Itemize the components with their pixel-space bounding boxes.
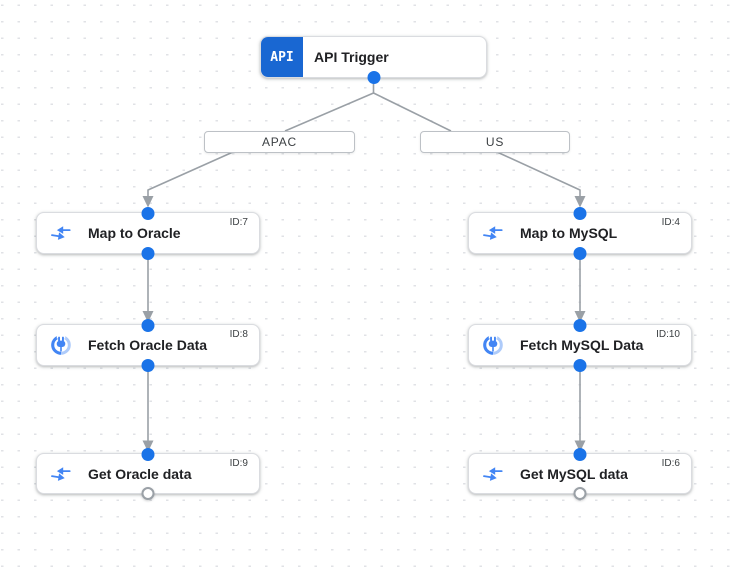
api-trigger-node[interactable]: API API Trigger	[260, 36, 487, 84]
edge-label-us[interactable]: US	[420, 131, 570, 153]
input-port[interactable]	[573, 447, 587, 461]
edge-us-to-map-mysql	[496, 151, 581, 197]
task-label: Map to MySQL	[520, 225, 618, 241]
output-port[interactable]	[573, 358, 587, 372]
output-port-open[interactable]	[573, 486, 587, 500]
output-port-open[interactable]	[141, 486, 155, 500]
edge-label-text: US	[485, 135, 505, 149]
input-port[interactable]	[141, 318, 155, 332]
data-mapping-icon	[50, 463, 72, 485]
output-port[interactable]	[573, 246, 587, 260]
task-label: Map to Oracle	[88, 225, 181, 241]
api-icon: API	[261, 37, 303, 77]
input-port[interactable]	[573, 206, 587, 220]
task-node-map-to-mysql[interactable]: ID:4 Map to MySQL	[468, 206, 692, 260]
task-node-get-oracle-data[interactable]: ID:9 Get Oracle data	[36, 447, 260, 500]
task-id-label: ID:4	[661, 217, 680, 228]
task-label: Get Oracle data	[88, 465, 192, 482]
connector-icon	[50, 334, 72, 356]
data-mapping-icon	[50, 222, 72, 244]
task-node-fetch-mysql-data[interactable]: ID:10 Fetch MySQL Data	[468, 318, 692, 372]
input-port[interactable]	[573, 318, 587, 332]
input-port[interactable]	[141, 206, 155, 220]
task-id-label: ID:8	[229, 329, 248, 340]
task-id-label: ID:9	[229, 458, 248, 469]
task-id-label: ID:6	[661, 458, 680, 469]
task-label: Get MySQL data	[520, 465, 628, 482]
task-node-map-to-oracle[interactable]: ID:7 Map to Oracle	[36, 206, 260, 260]
trigger-label: API Trigger	[314, 49, 389, 65]
edge-trigger-to-us	[373, 92, 452, 132]
output-port[interactable]	[141, 246, 155, 260]
task-node-get-mysql-data[interactable]: ID:6 Get MySQL data	[468, 447, 692, 500]
task-label: Fetch MySQL Data	[520, 337, 644, 353]
edge-label-text: APAC	[262, 135, 297, 149]
task-label: Fetch Oracle Data	[88, 337, 208, 353]
input-port[interactable]	[141, 447, 155, 461]
trigger-output-port[interactable]	[367, 70, 380, 84]
edge-apac-to-map-oracle	[147, 151, 234, 197]
data-mapping-icon	[482, 463, 504, 485]
task-node-fetch-oracle-data[interactable]: ID:8 Fetch Oracle Data	[36, 318, 260, 372]
data-mapping-icon	[482, 222, 504, 244]
task-id-label: ID:10	[656, 329, 680, 340]
edge-label-apac[interactable]: APAC	[204, 131, 355, 153]
edge-trigger-to-apac	[284, 92, 374, 132]
task-id-label: ID:7	[229, 217, 248, 228]
output-port[interactable]	[141, 358, 155, 372]
connector-icon	[482, 334, 504, 356]
